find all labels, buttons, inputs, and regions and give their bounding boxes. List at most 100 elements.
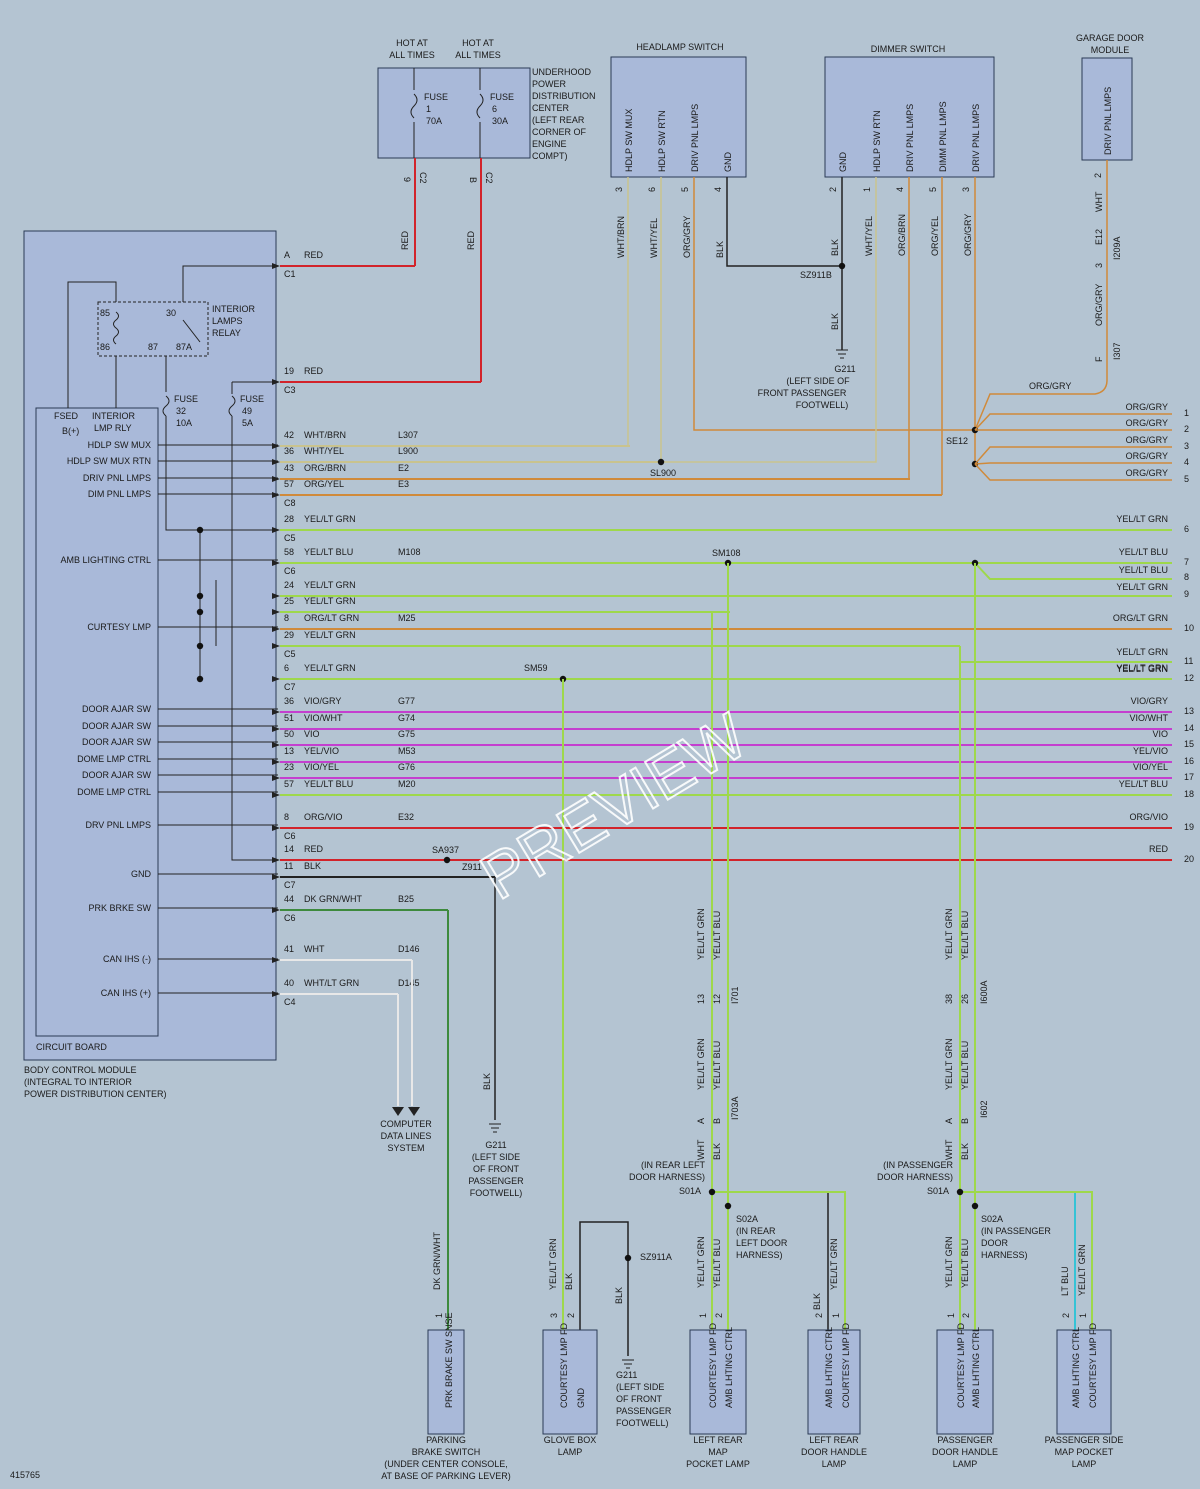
row-pin: 43 bbox=[284, 463, 294, 473]
ds-wht-yel bbox=[661, 177, 877, 463]
bcm-pin-label: DOOR AJAR SW bbox=[82, 737, 152, 747]
bcm-pin-label: DOME LMP CTRL bbox=[77, 754, 151, 764]
row8b-label: YEL/LT GRN bbox=[1116, 582, 1168, 592]
circuit-board-label: CIRCUIT BOARD bbox=[36, 1042, 107, 1052]
row-circuit: E3 bbox=[398, 479, 409, 489]
red-wire-label-2: RED bbox=[466, 230, 476, 250]
row-arrow-icon bbox=[272, 709, 280, 715]
row-circuit: G74 bbox=[398, 713, 415, 723]
component-pin: COURTESY LMP FD bbox=[1088, 1322, 1098, 1408]
component-name: GLOVE BOX bbox=[544, 1435, 597, 1445]
component-name: DOOR HANDLE bbox=[801, 1447, 867, 1457]
component-name: MAP POCKET bbox=[1055, 1447, 1114, 1457]
bcm-pin-lmprly: LMP RLY bbox=[94, 423, 132, 433]
row8-wire bbox=[974, 562, 1172, 580]
row-right-label: ORG/LT GRN bbox=[1113, 613, 1168, 623]
num-12: 12 bbox=[712, 994, 722, 1004]
ds-pin-num: 1 bbox=[862, 187, 872, 192]
vertical-wire-label: BLK bbox=[960, 1143, 970, 1160]
relay-label-2: LAMPS bbox=[212, 316, 243, 326]
right-door-ylg bbox=[960, 1191, 1093, 1330]
sz911b-dot bbox=[838, 262, 846, 270]
row-num: 16 bbox=[1184, 756, 1194, 766]
row11-label: YEL/LT GRN bbox=[1116, 647, 1168, 657]
row-arrow-icon bbox=[272, 825, 280, 831]
bcm-pin-label: CURTESY LMP bbox=[87, 622, 151, 632]
ds-pin-name: GND bbox=[838, 152, 848, 173]
row-wire-label: YEL/LT GRN bbox=[304, 580, 356, 590]
bcm-pin-label: HDLP SW MUX RTN bbox=[67, 456, 151, 466]
i600a-label: I600A bbox=[979, 980, 989, 1004]
row-num: 20 bbox=[1184, 854, 1194, 864]
vertical-wire-label: BLK bbox=[712, 1143, 722, 1160]
bcm-pin-label: DRIV PNL LMPS bbox=[83, 473, 151, 483]
vertical-wire-label: YEL/LT GRN bbox=[1077, 1244, 1087, 1296]
se12-branch-label: ORG/GRY bbox=[1126, 435, 1168, 445]
ds-wire-label: ORG/YEL bbox=[930, 216, 940, 256]
hs-wire-label: WHT/YEL bbox=[649, 218, 659, 258]
row-circuit: E32 bbox=[398, 812, 414, 822]
s02a-right-4: HARNESS) bbox=[981, 1250, 1028, 1260]
vertical-wire-label: YEL/LT BLU bbox=[960, 911, 970, 960]
row-wire-label: YEL/LT GRN bbox=[304, 663, 356, 673]
row-circuit: G75 bbox=[398, 729, 415, 739]
row-right-label: VIO/YEL bbox=[1133, 762, 1168, 772]
num-13: 13 bbox=[696, 994, 706, 1004]
vertical-wire-label: YEL/LT BLU bbox=[712, 1041, 722, 1090]
row-arrow-icon bbox=[272, 676, 280, 682]
vertical-wire-label: YEL/LT BLU bbox=[712, 1239, 722, 1288]
bcm-pin-label: DOME LMP CTRL bbox=[77, 787, 151, 797]
row-circuit: L900 bbox=[398, 446, 418, 456]
row-circuit: B25 bbox=[398, 894, 414, 904]
row-wire-label: DK GRN/WHT bbox=[304, 894, 362, 904]
vertical-wire-label: WHT bbox=[944, 1139, 954, 1160]
se12-branch-label: ORG/GRY bbox=[1126, 451, 1168, 461]
se12-branch-label: ORG/GRY bbox=[1126, 468, 1168, 478]
component-box bbox=[1056, 1329, 1112, 1435]
fuse49-l3: 5A bbox=[242, 418, 253, 428]
ground-icon bbox=[489, 1123, 501, 1133]
row-right-label: VIO/GRY bbox=[1131, 696, 1168, 706]
component-name: (UNDER CENTER CONSOLE, bbox=[384, 1459, 508, 1469]
pdc-pin-b: B bbox=[468, 177, 478, 183]
row-wire-label: RED bbox=[304, 366, 324, 376]
row8-num: 8 bbox=[1184, 572, 1189, 582]
row-wire-label: RED bbox=[304, 844, 324, 854]
row-conn: C3 bbox=[284, 385, 296, 395]
se12-branch-num: 5 bbox=[1184, 474, 1189, 484]
vertical-wire-label: BLK bbox=[564, 1273, 574, 1290]
component-name: LAMP bbox=[953, 1459, 978, 1469]
bus-dot bbox=[196, 608, 204, 616]
component-box bbox=[542, 1329, 598, 1435]
row-conn: C5 bbox=[284, 649, 296, 659]
row-arrow-icon bbox=[272, 874, 280, 880]
row-pin: 42 bbox=[284, 430, 294, 440]
component-box bbox=[807, 1329, 861, 1435]
num-38: 38 bbox=[944, 994, 954, 1004]
row-num: 17 bbox=[1184, 772, 1194, 782]
bcm-pin-label: CAN IHS (+) bbox=[101, 988, 151, 998]
row-conn: C7 bbox=[284, 682, 296, 692]
sa937-dot bbox=[443, 856, 451, 864]
g211-top-2: (LEFT SIDE OF bbox=[786, 376, 850, 386]
component-pin-num: 1 bbox=[434, 1313, 444, 1318]
g211-bot-4: PASSENGER bbox=[616, 1406, 672, 1416]
component-box bbox=[936, 1329, 994, 1435]
vertical-wire-label: YEL/LT GRN bbox=[696, 1038, 706, 1090]
updc-line: CORNER OF bbox=[532, 127, 587, 137]
ds-wire-label: WHT/YEL bbox=[864, 216, 874, 256]
se12-label: SE12 bbox=[946, 436, 968, 446]
component-name: PARKING bbox=[426, 1435, 466, 1445]
updc-line: UNDERHOOD bbox=[532, 67, 592, 77]
component-pin-num: 2 bbox=[566, 1313, 576, 1318]
connector-pin-label: A bbox=[696, 1118, 706, 1124]
ds-pin-num: 2 bbox=[828, 187, 838, 192]
row-arrow-icon bbox=[272, 907, 280, 913]
hot-label-2: HOT AT bbox=[462, 38, 494, 48]
row-circuit: M53 bbox=[398, 746, 416, 756]
garage-pin-num: 2 bbox=[1093, 173, 1103, 178]
hs-blk bbox=[726, 177, 842, 267]
